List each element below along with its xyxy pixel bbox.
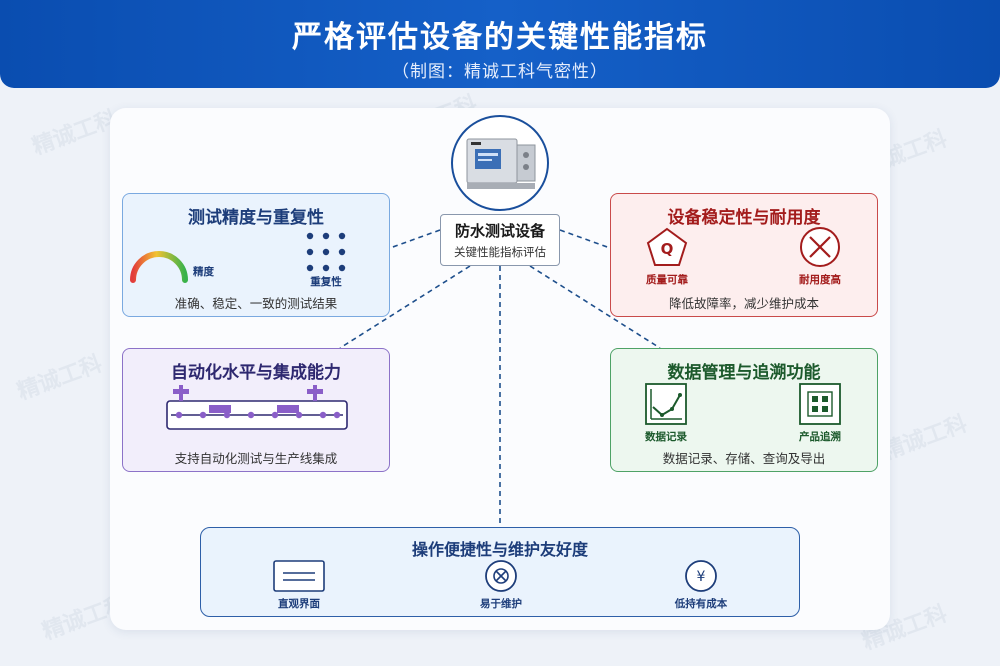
qr-code-icon [799, 383, 841, 425]
card-automation-desc: 支持自动化测试与生产线集成 [174, 451, 338, 466]
card-accuracy-desc: 准确、稳定、一致的测试结果 [174, 296, 338, 311]
production-line-icon [166, 385, 348, 430]
card-accuracy: 测试精度与重复性 精度 重复性 准确、稳定、一致的测试结果 [122, 193, 390, 317]
label-intuitive-ui: 直观界面 [278, 598, 320, 610]
label-quality: 质量可靠 [646, 274, 688, 286]
label-easy-maintenance: 易于维护 [480, 598, 522, 610]
label-repeatability: 重复性 [310, 276, 342, 288]
card-operations: 操作便捷性与维护友好度 直观界面 易于维护 ¥ 低持有成本 [200, 527, 800, 617]
watermark: 精诚工科 [29, 106, 121, 161]
maintenance-icon [485, 560, 517, 592]
gauge-icon [130, 251, 188, 283]
yen-icon: ¥ [685, 560, 717, 592]
label-data-record: 数据记录 [645, 431, 687, 443]
watermark: 精诚工科 [879, 411, 971, 466]
header-banner: 严格评估设备的关键性能指标 （制图：精诚工科气密性） [0, 0, 1000, 88]
label-traceability: 产品追溯 [799, 431, 841, 443]
card-operations-title: 操作便捷性与维护友好度 [411, 540, 588, 559]
card-stability-desc: 降低故障率，减少维护成本 [668, 296, 819, 311]
label-low-cost: 低持有成本 [674, 598, 728, 610]
center-node: 防水测试设备 关键性能指标评估 [440, 214, 560, 266]
watermark: 精诚工科 [14, 351, 106, 406]
card-data-desc: 数据记录、存储、查询及导出 [662, 451, 826, 466]
card-accuracy-title: 测试精度与重复性 [188, 208, 324, 228]
label-durability: 耐用度高 [799, 274, 841, 286]
center-subtitle: 关键性能指标评估 [454, 245, 546, 259]
quality-pentagon-icon: Q [646, 227, 688, 266]
card-stability: 设备稳定性与耐用度 Q 质量可靠 耐用度高 降低故障率，减少维护成本 [610, 193, 878, 317]
dot-grid-icon [306, 232, 346, 272]
interface-screen-icon [273, 560, 325, 592]
quality-letter: Q [661, 240, 674, 258]
device-image [451, 115, 549, 211]
card-data: 数据管理与追溯功能 数据记录 产品追溯 数据记录、存储、查询及导出 [610, 348, 878, 472]
card-automation: 自动化水平与集成能力 支持自动化测试与生产线集成 [122, 348, 390, 472]
cross-circle-icon [800, 227, 840, 267]
center-title: 防水测试设备 [454, 222, 545, 240]
card-stability-title: 设备稳定性与耐用度 [667, 208, 821, 228]
card-data-title: 数据管理与追溯功能 [667, 363, 821, 383]
yen-symbol: ¥ [697, 569, 706, 585]
page-subtitle: （制图：精诚工科气密性） [392, 62, 608, 82]
line-chart-icon [645, 383, 687, 425]
label-accuracy: 精度 [193, 266, 214, 278]
page-title: 严格评估设备的关键性能指标 [292, 20, 708, 55]
card-automation-title: 自动化水平与集成能力 [171, 363, 341, 383]
